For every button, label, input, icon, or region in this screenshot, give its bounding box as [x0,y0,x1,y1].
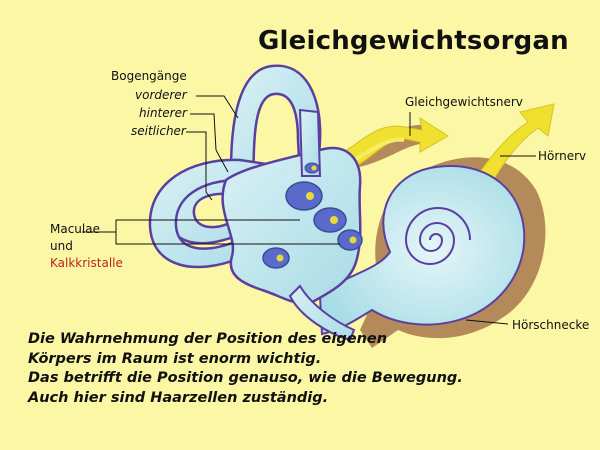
label-und: und [50,239,73,253]
caption-line-2: Körpers im Raum ist enorm wichtig. [28,350,322,367]
caption-line-4: Auch hier sind Haarzellen zuständig. [28,389,329,406]
label-gleichgewichtsnerv: Gleichgewichtsnerv [405,95,523,109]
caption-text: Die Wahrnehmung der Position des eigenen… [28,330,463,408]
cochlear-nerve [469,103,555,195]
label-hinterer: hinterer [139,106,187,120]
leader-lines [82,95,536,325]
label-seitlicher: seitlicher [131,124,186,138]
label-kalkkristalle: Kalkkristalle [50,256,123,270]
caption-line-1: Die Wahrnehmung der Position des eigenen [28,331,388,347]
label-hoernerv: Hörnerv [538,149,587,163]
label-bogengaenge: Bogengänge [111,69,187,83]
vestibule [221,108,362,342]
diagram-title: Gleichgewichtsorgan [258,26,569,56]
label-maculae: Maculae [50,222,100,236]
caption-line-3: Das betrifft die Position genauso, wie d… [28,370,463,386]
kalkkristalle-crystals [276,165,357,262]
leader-maculae-2 [115,232,340,245]
label-vorderer: vorderer [135,88,187,102]
leader-seitlicher [186,131,213,201]
label-hoerschnecke: Hörschnecke [512,318,590,332]
cochlea [318,165,526,336]
leader-hoerschnecke [465,319,509,325]
leader-vorderer [196,95,239,119]
leader-maculae [82,219,300,233]
leader-hinterer [190,113,229,173]
